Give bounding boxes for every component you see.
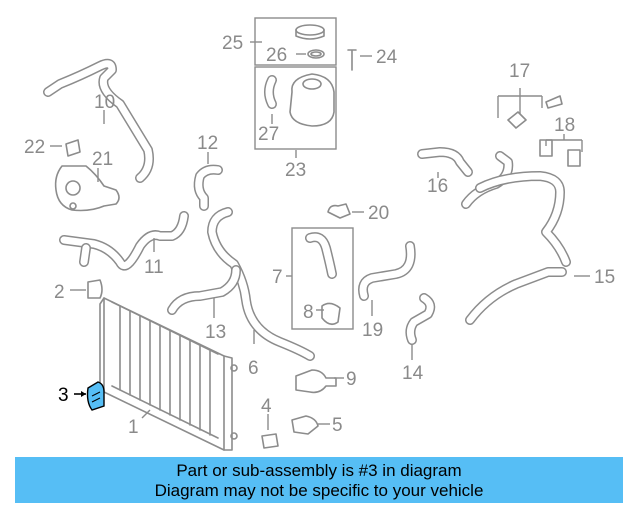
callout-15: 15	[594, 267, 615, 288]
callout-23: 23	[285, 160, 306, 181]
callout-19: 19	[362, 320, 383, 341]
callout-9: 9	[346, 369, 357, 390]
callout-7: 7	[272, 267, 283, 288]
callout-4: 4	[261, 396, 272, 417]
radiator	[99, 297, 238, 451]
banner-line-2: Diagram may not be specific to your vehi…	[154, 481, 484, 500]
callout-8: 8	[303, 302, 314, 323]
tank-box	[254, 66, 337, 150]
callout-3: 3	[58, 385, 69, 406]
part-3-bracket-highlighted	[86, 381, 105, 411]
callout-16: 16	[427, 176, 448, 197]
callout-26: 26	[266, 45, 287, 66]
callout-20: 20	[368, 203, 389, 224]
callout-18: 18	[554, 115, 575, 136]
info-banner: Part or sub-assembly is #3 in diagram Di…	[15, 457, 623, 503]
callout-27: 27	[258, 124, 279, 145]
callout-6: 6	[248, 358, 259, 379]
callout-10: 10	[94, 92, 115, 113]
callout-24: 24	[376, 47, 398, 68]
callout-17: 17	[509, 61, 530, 82]
callout-2: 2	[54, 282, 65, 303]
callout-22: 22	[24, 137, 45, 158]
callout-11: 11	[144, 257, 164, 278]
callout-25: 25	[222, 33, 243, 54]
hose-kit-box	[291, 227, 354, 330]
callout-5: 5	[332, 415, 343, 436]
callout-12: 12	[197, 133, 218, 154]
banner-line-1: Part or sub-assembly is #3 in diagram	[176, 461, 462, 480]
callout-21: 21	[92, 149, 113, 170]
parts-diagram: 1 2 3 4 5 6 7 8 9 10 11 12 13 14 15 16 1…	[24, 17, 615, 451]
callout-13: 13	[205, 322, 226, 343]
callout-1: 1	[128, 417, 139, 438]
callout-14: 14	[402, 363, 424, 384]
